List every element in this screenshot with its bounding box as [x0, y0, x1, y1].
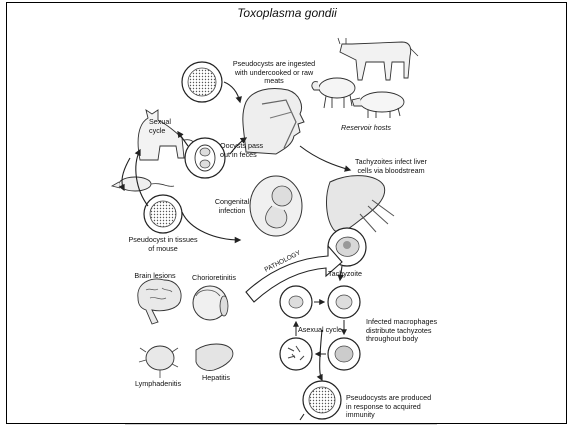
- mouse-drawing: [112, 177, 174, 191]
- lymph-node-drawing: [139, 346, 178, 378]
- oocyst-circle: [185, 138, 225, 178]
- label-reservoir-hosts: Reservoir hosts: [330, 124, 402, 133]
- label-tachyzoite: Tachyzoite: [320, 270, 370, 279]
- pseudocyst-mouse-circle: [144, 195, 182, 233]
- sheep-drawing: [312, 78, 355, 108]
- label-tachyzoites-liver: Tachyzoites infect liver cells via blood…: [350, 158, 432, 175]
- label-macrophages: Infected macrophages distribute tachyzot…: [366, 318, 454, 344]
- hepatitis-liver-drawing: [196, 344, 233, 371]
- label-pseudocysts-produced: Pseudocysts are produced in response to …: [346, 394, 432, 420]
- eye-drawing: [193, 286, 228, 320]
- label-oocysts: Oocysts pass out in feces: [220, 142, 270, 159]
- cow-drawing: [338, 38, 418, 80]
- liver-drawing: [327, 176, 394, 232]
- label-hepatitis: Hepatitis: [196, 374, 236, 383]
- label-ingested: Pseudocysts are ingested with undercooke…: [232, 60, 316, 86]
- label-asexual-cycle: Asexual cycle: [294, 326, 346, 335]
- pig-drawing: [352, 92, 404, 118]
- brain-drawing: [138, 279, 181, 324]
- label-congenital: Congenital infection: [210, 198, 254, 215]
- label-pseudocyst-mouse: Pseudocyst in tissues of mouse: [128, 236, 198, 253]
- pseudocyst-immunity-circle: [303, 381, 341, 419]
- label-brain-lesions: Brain lesions: [130, 272, 180, 281]
- label-sexual-cycle: Sexual cycle: [149, 118, 179, 135]
- fetus-drawing: [250, 176, 302, 236]
- label-lymphadenitis: Lymphadenitis: [130, 380, 186, 389]
- label-chorioretinitis: Chorioretinitis: [186, 274, 242, 283]
- pseudocyst-meat-circle: [182, 62, 222, 102]
